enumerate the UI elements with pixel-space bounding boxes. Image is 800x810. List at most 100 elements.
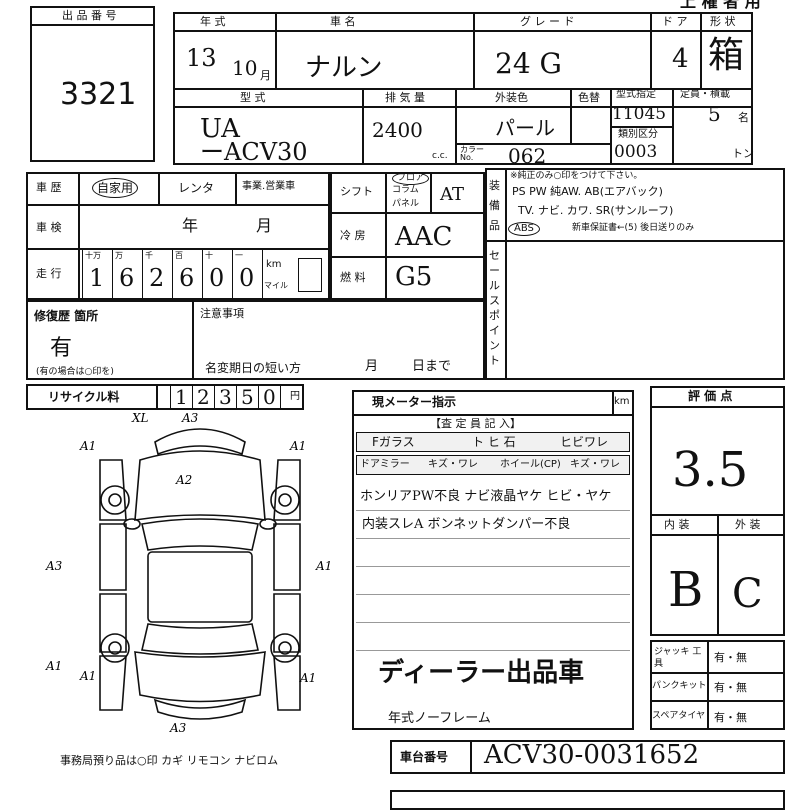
- mileage-label: 走 行: [36, 267, 62, 280]
- col-divider: [455, 88, 457, 165]
- col-divider: [650, 12, 652, 88]
- exterior-value: C: [732, 571, 763, 617]
- wheel-label: ホイール(CP): [500, 459, 561, 470]
- history-label: 車 歴: [36, 181, 62, 194]
- doors-value: 4: [672, 44, 689, 74]
- recycle-digit: 0: [263, 385, 276, 409]
- col-divider: [158, 172, 160, 204]
- interior-value: B: [668, 562, 704, 618]
- category-value: 0003: [614, 142, 658, 162]
- capacity-label: 定員・積載: [680, 89, 730, 100]
- recycle-cell: [258, 384, 281, 410]
- color-no-value: 062: [508, 144, 547, 168]
- car-name-value: ナルン: [305, 53, 383, 83]
- year-value: 13: [186, 44, 217, 72]
- f-glass-label: Fガラス: [372, 435, 415, 449]
- mileage-digit: 6: [179, 264, 195, 292]
- sales-point-label: セールスポイント: [489, 249, 500, 367]
- row-divider: [330, 256, 485, 258]
- comment-rule: [356, 510, 630, 511]
- spare-label: スペアタイヤ: [652, 711, 706, 721]
- damage-mark: A2: [175, 473, 192, 487]
- repair-box: [26, 300, 485, 380]
- inspection-year-unit: 年: [182, 216, 199, 235]
- month-unit: 月: [260, 69, 271, 82]
- chassis-box: [390, 740, 785, 774]
- jack-option: 有・無: [714, 651, 747, 664]
- wheel-mark: キズ・ワレ: [570, 459, 620, 470]
- comment-rule: [356, 566, 630, 567]
- meter-label: 現メーター指示: [372, 395, 457, 409]
- exterior-label: 外 装: [735, 518, 761, 531]
- grade-label: グ レ ー ド: [520, 15, 575, 28]
- category-label: 類別区分: [618, 129, 658, 140]
- fuel-value: G5: [395, 262, 433, 292]
- recycle-box: [26, 384, 304, 410]
- damage-mark: XL: [131, 411, 149, 425]
- col-divider: [473, 12, 475, 88]
- inspection-label: 車 検: [36, 221, 62, 234]
- damage-mark: A1: [289, 439, 306, 453]
- comment-rule: [356, 538, 630, 539]
- doors-label: ド ア: [662, 15, 688, 28]
- color-no-label: カラー No.: [460, 145, 484, 162]
- glass-crack: ヒビワレ: [560, 435, 609, 449]
- mileage-place-label: 一: [235, 251, 243, 260]
- equipment-row-1: PS PW 純AW. AB(エアバック): [512, 185, 663, 198]
- row-divider: [650, 406, 785, 408]
- equipment-label: 装 備 品: [489, 179, 500, 232]
- model-value-1: UA: [200, 114, 240, 144]
- mileage-digit: 2: [149, 264, 165, 292]
- col-divider: [707, 640, 709, 730]
- glass-mark: ト ヒ 石: [472, 435, 516, 449]
- equipment-abs: ABS: [508, 222, 540, 236]
- mileage-digit: 6: [119, 264, 135, 292]
- shift-option-panel: パネル: [392, 199, 420, 209]
- dealer-stamp: ディーラー出品車: [378, 658, 585, 688]
- col-divider: [717, 514, 719, 636]
- recycle-digit: 5: [241, 385, 254, 409]
- displacement-label: 排 気 量: [385, 91, 425, 104]
- damage-mark: A3: [169, 721, 187, 735]
- comment-rule: [356, 594, 630, 595]
- type-designation-value: 11045: [612, 104, 667, 124]
- mileage-digit: 0: [239, 264, 255, 292]
- lot-number-divider: [30, 24, 155, 26]
- col-divider: [156, 384, 158, 410]
- business: 事業.営業車: [242, 181, 296, 192]
- recycle-digit: 3: [219, 385, 232, 409]
- shift-label: シフト: [340, 185, 373, 198]
- row-divider: [455, 143, 610, 145]
- col-divider: [505, 168, 507, 380]
- damage-mark: A1: [45, 659, 62, 673]
- shift-option-floor: フロア: [392, 172, 430, 185]
- col-divider: [672, 88, 674, 165]
- fuel-label: 燃 料: [340, 271, 366, 284]
- top-right-text: 上 権 者 用: [680, 0, 761, 11]
- row-divider: [173, 106, 753, 108]
- mileage-place-label: 百: [175, 251, 183, 260]
- year-label: 年 式: [200, 15, 226, 28]
- lot-number-box: [30, 6, 155, 162]
- row-divider: [485, 240, 785, 242]
- mile-checkbox[interactable]: [298, 258, 322, 292]
- lot-number-value: 3321: [60, 77, 137, 112]
- km-label: km: [266, 259, 282, 270]
- displacement-value: 2400: [372, 118, 423, 142]
- repair-note: (有の場合は○印を): [36, 367, 114, 377]
- exterior-color-value: パール: [495, 116, 555, 140]
- grade-value: 24 G: [495, 47, 562, 80]
- mileage-place-label: 十: [205, 251, 213, 260]
- month-value: 10: [232, 56, 258, 80]
- recycle-yen: 円: [290, 391, 300, 402]
- row-divider: [650, 700, 785, 702]
- spare-option: 有・無: [714, 711, 747, 724]
- chassis-label: 車台番号: [400, 750, 449, 764]
- equipment-box: [485, 168, 785, 380]
- col-divider: [235, 172, 237, 204]
- car-name-label: 車 名: [330, 15, 356, 28]
- col-divider: [78, 172, 80, 300]
- damage-mark: A1: [79, 669, 96, 683]
- shift-value: AT: [440, 184, 465, 205]
